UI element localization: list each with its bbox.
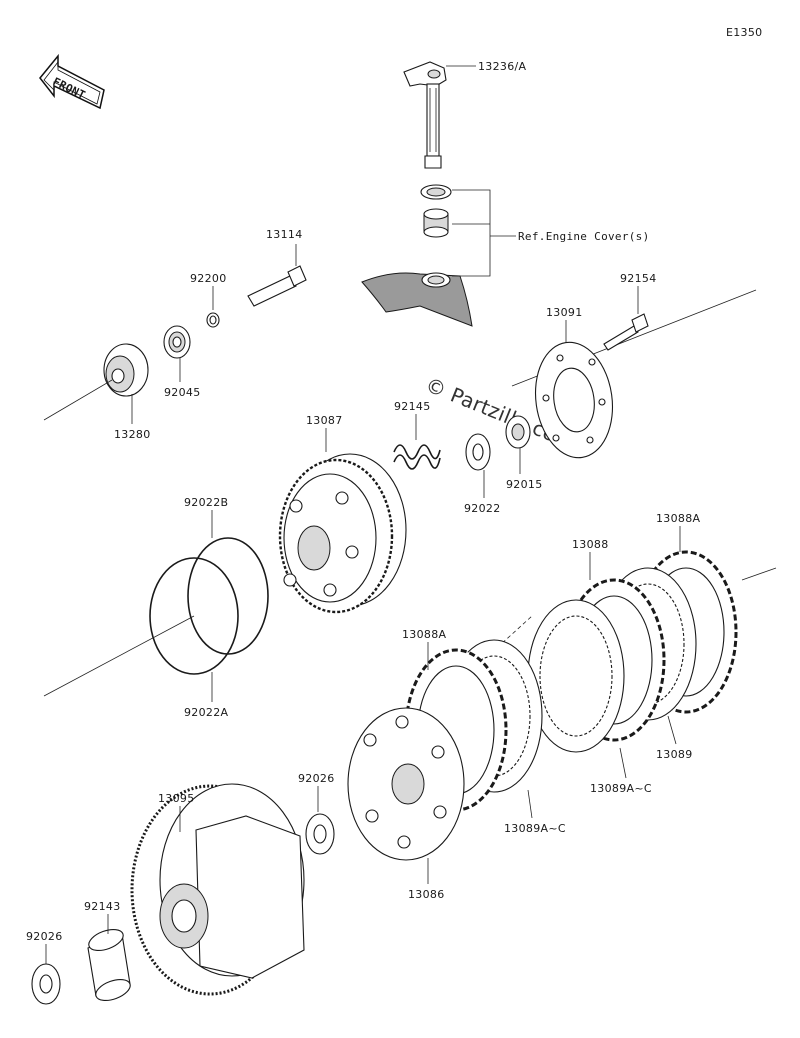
diagram-code: E1350: [726, 26, 762, 39]
label-13088A-left: 13088A: [402, 628, 446, 641]
label-13089: 13089: [656, 748, 693, 761]
label-13086: 13086: [408, 888, 445, 901]
sleeve-92143: [87, 928, 131, 1002]
steel-plate-13089AC-right: [527, 599, 625, 753]
washer-92022: [465, 433, 491, 471]
label-13114: 13114: [266, 228, 303, 241]
label-92022B: 92022B: [184, 496, 228, 509]
label-92026-left: 92026: [26, 930, 63, 943]
nut-92015: [505, 415, 531, 449]
ball-bearing-92045: [163, 325, 191, 359]
snap-ring-92022A: [149, 557, 239, 675]
label-92145: 92145: [394, 400, 431, 413]
spring-92145: [393, 444, 441, 470]
front-arrow-icon: FRONT: [39, 53, 105, 110]
pressure-plate-13091: [534, 341, 614, 459]
label-13088: 13088: [572, 538, 609, 551]
label-92026-mid: 92026: [298, 772, 335, 785]
needle-bearing: [423, 208, 449, 238]
label-92022A: 92022A: [184, 706, 228, 719]
label-13280: 13280: [114, 428, 151, 441]
clutch-housing-13095: [130, 783, 305, 996]
label-92015: 92015: [506, 478, 543, 491]
washer-92200: [206, 312, 220, 328]
engine-cover-boss: [361, 272, 473, 327]
label-13088A-top: 13088A: [656, 512, 700, 525]
label-13087: 13087: [306, 414, 343, 427]
label-13089AC-right: 13089A~C: [590, 782, 652, 795]
label-92154: 92154: [620, 272, 657, 285]
ref-note: Ref.Engine Cover(s): [518, 230, 650, 243]
label-13236: 13236/A: [478, 60, 526, 73]
label-92200: 92200: [190, 272, 227, 285]
washer-92026-mid: [305, 813, 335, 855]
pusher-13280: [103, 343, 149, 397]
label-92143: 92143: [84, 900, 121, 913]
push-rod: [247, 265, 307, 307]
label-13091: 13091: [546, 306, 583, 319]
snap-ring-92022B: [187, 537, 269, 655]
pressure-plate-13086: [347, 707, 465, 861]
label-13089AC-mid: 13089A~C: [504, 822, 566, 835]
release-shaft: [403, 61, 447, 169]
washer-92026-left: [31, 963, 61, 1005]
label-92022: 92022: [464, 502, 501, 515]
shaft-seal: [420, 184, 452, 200]
clutch-hub-13087: [278, 453, 407, 614]
bolt-92154: [603, 313, 649, 351]
label-92045: 92045: [164, 386, 201, 399]
label-13095: 13095: [158, 792, 195, 805]
